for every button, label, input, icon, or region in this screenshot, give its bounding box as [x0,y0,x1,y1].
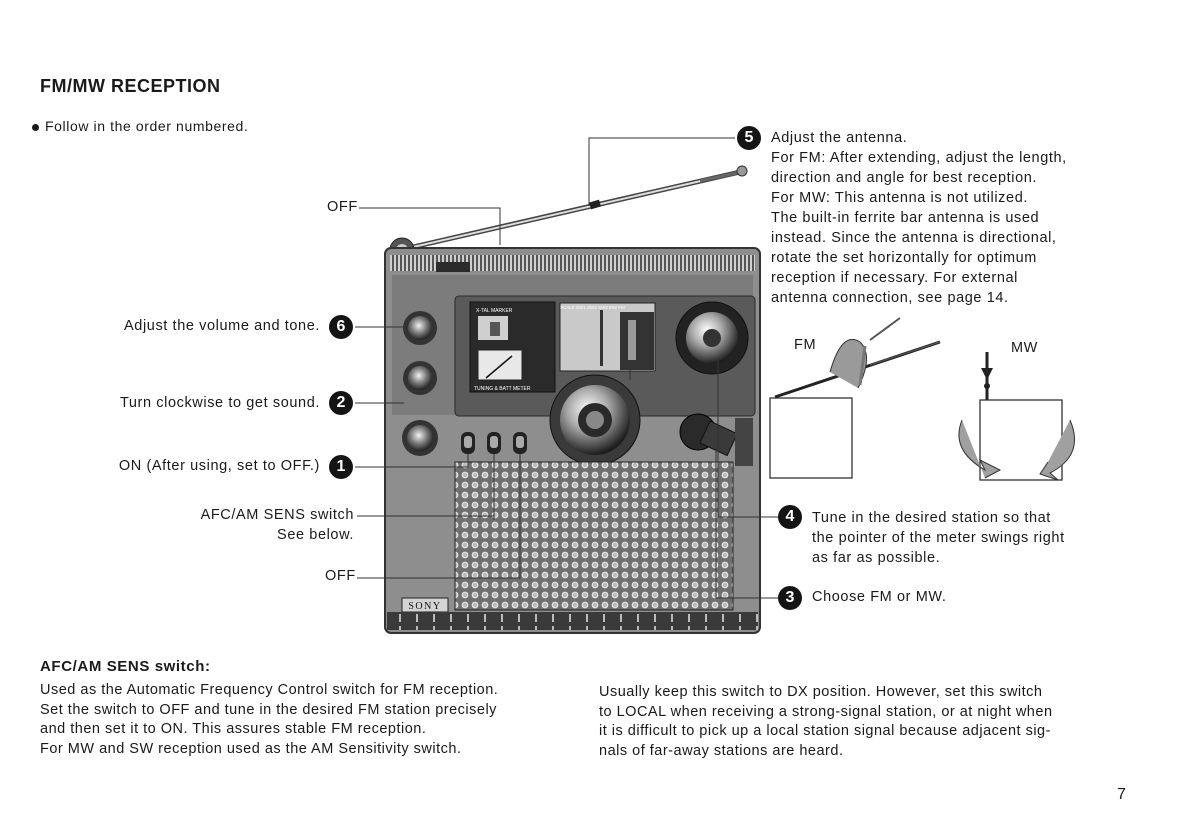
afc-right-paragraph: Usually keep this switch to DX position.… [599,683,1053,761]
step-5-line: direction and angle for best reception. [771,170,1038,186]
page-number: 7 [1117,786,1126,803]
adjust-volume-label: Adjust the volume and tone. [124,318,320,334]
fm-diagram [769,317,941,479]
step-5-line: The built-in ferrite bar antenna is used [771,210,1040,226]
radio-body [384,247,761,634]
afc-right-line: to LOCAL when receiving a strong-signal … [599,703,1053,720]
afc-left-line: For MW and SW reception used as the AM S… [40,740,462,757]
afc-left-line: and then set it to ON. This assures stab… [40,721,427,737]
section-title: FM/MW RECEPTION [40,76,221,96]
step-5-line: reception if necessary. For external [771,270,1018,286]
step-5-text: Adjust the antenna. For FM: After extend… [771,128,1067,308]
afc-left-line: Used as the Automatic Frequency Control … [40,682,499,698]
step-3-text: Choose FM or MW. [812,589,947,605]
step-6-badge: 6 [329,315,353,339]
afc-switch-label: AFC/AM SENS switch [200,507,354,523]
step-5-line: antenna connection, see page 14. [771,290,1009,306]
step-1-badge: 1 [329,455,353,479]
afc-right-line: it is difficult to pick up a local stati… [599,723,1051,739]
step-5-line: instead. Since the antenna is directiona… [771,230,1057,246]
step-4-badge: 4 [778,505,802,529]
afc-left-paragraph: Used as the Automatic Frequency Control … [40,681,498,759]
intro-instruction: Follow in the order numbered. [32,118,248,134]
step-4-line: Tune in the desired station so that [812,510,1051,526]
afc-right-line: Usually keep this switch to DX position.… [599,684,1043,700]
mw-diagram-label: MW [1011,340,1038,356]
radio-brand: SONY [408,601,441,612]
step-3-badge: 3 [778,586,802,610]
step-5-line: rotate the set horizontally for optimum [771,250,1037,266]
meter-label: TUNING & BATT METER [474,386,531,392]
step-2-badge: 2 [329,391,353,415]
fm-diagram-label: FM [794,337,817,353]
step-5-line: For MW: This antenna is not utilized. [771,190,1028,206]
mw-diagram [958,352,1075,481]
band-scale-label: SCALE SW1 SW2 SW3 MW FM [560,305,625,310]
step-4-text: Tune in the desired station so that the … [812,508,1065,568]
see-below-label: See below. [277,527,354,543]
turn-clockwise-label: Turn clockwise to get sound. [119,395,320,411]
afc-left-line: Set the switch to OFF and tune in the de… [40,701,497,718]
step-4-line: the pointer of the meter swings right [812,530,1065,546]
step-5-badge: 5 [737,126,761,150]
off-label-antenna: OFF [327,199,358,215]
leader-lines [355,137,779,599]
step-4-line: as far as possible. [812,550,941,566]
step-5-line: Adjust the antenna. [771,130,908,146]
step-5-line: For FM: After extending, adjust the leng… [771,150,1067,166]
xtal-label: X-TAL MARKER [476,308,513,314]
afc-right-line: nals of far-away stations are heard. [599,742,844,759]
intro-text: Follow in the order numbered. [45,118,249,134]
off-label-afc: OFF [325,568,356,584]
power-on-label: ON (After using, set to OFF.) [118,458,320,474]
bullet-icon [32,123,39,131]
afc-section-title: AFC/AM SENS switch: [40,658,211,675]
